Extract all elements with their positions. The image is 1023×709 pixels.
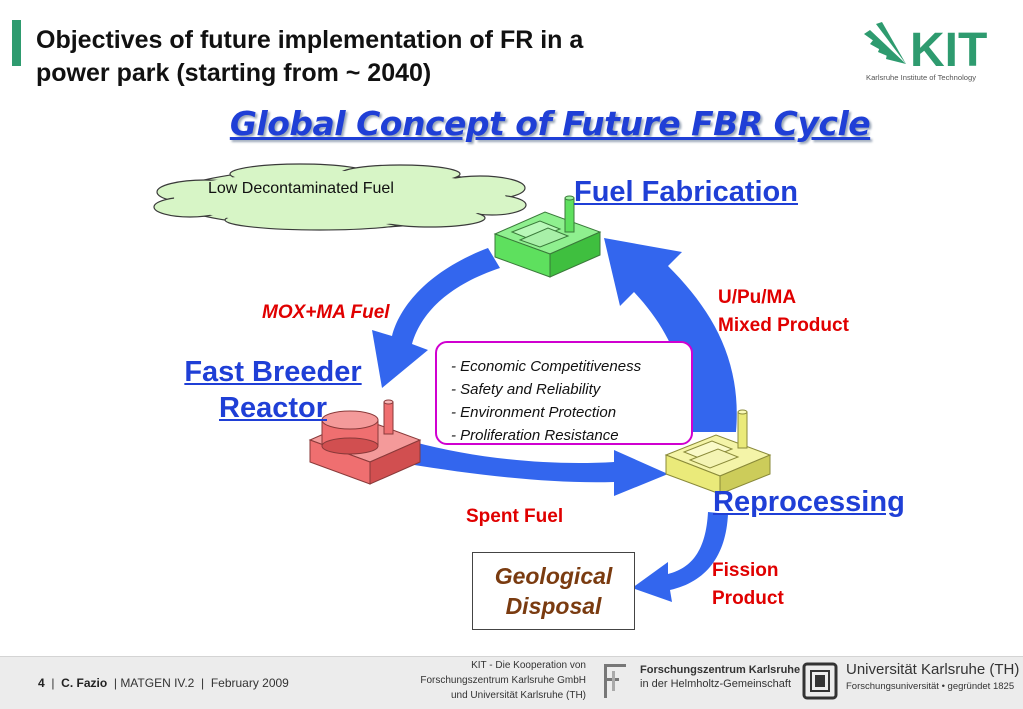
uni-tagline: Forschungsuniversität • gegründet 1825 <box>846 681 1015 692</box>
geological-disposal-label: Geological Disposal <box>495 561 613 621</box>
footer-separator: | <box>51 676 55 690</box>
diagram-subtitle: Global Concept of Future FBR Cycle <box>229 104 871 143</box>
accent-bar <box>12 20 21 66</box>
objective-item: - Proliferation Resistance <box>451 427 619 444</box>
fzk-name: Forschungszentrum Karlsruhe <box>640 664 801 676</box>
slide-title-line1: Objectives of future implementation of F… <box>36 26 584 54</box>
kit-logo: KIT Karlsruhe Institute of Technology <box>862 20 1002 86</box>
fuel-fabrication-plant-icon <box>493 195 602 278</box>
footer-meeting: MATGEN IV.2 <box>120 676 195 690</box>
fast-breeder-reactor-icon <box>308 399 422 485</box>
fission-line1: Fission <box>712 560 779 581</box>
arrow-spent-fuel <box>408 442 668 496</box>
footer-slide-info: 4 | C. Fazio | MATGEN IV.2 | February 20… <box>38 676 289 690</box>
geo-line2: Disposal <box>505 593 602 619</box>
geological-disposal-box: Geological Disposal <box>472 552 635 630</box>
geo-line1: Geological <box>494 563 613 589</box>
kit-logo-caption: Karlsruhe Institute of Technology <box>866 73 976 82</box>
cloud-label: Low Decontaminated Fuel <box>208 180 394 197</box>
footer-cooperation: KIT - Die Kooperation von Forschungszent… <box>366 658 586 703</box>
footer-separator: | <box>201 676 205 690</box>
arrow-upu-mixed <box>604 238 737 432</box>
coop-line3: und Universität Karlsruhe (TH) <box>450 690 586 701</box>
footer-date: February 2009 <box>210 676 289 690</box>
uni-karlsruhe-logo-icon <box>802 662 838 700</box>
footer-separator: | <box>113 676 117 690</box>
objective-item: - Economic Competitiveness <box>451 358 642 375</box>
fzk-helmholtz: in der Helmholtz-Gemeinschaft <box>640 678 792 690</box>
fast-breeder-line1: Fast Breeder <box>184 356 362 388</box>
mox-fuel-label: MOX+MA Fuel <box>262 302 390 323</box>
fzk-logo-icon <box>604 664 626 698</box>
reprocessing-plant-icon <box>664 409 772 495</box>
footer-author: C. Fazio <box>61 676 108 690</box>
objective-item: - Environment Protection <box>451 404 617 421</box>
kit-logo-icon: KIT Karlsruhe Institute of Technology <box>864 22 987 82</box>
objective-item: - Safety and Reliability <box>451 381 601 398</box>
fast-breeder-line2: Reactor <box>219 392 327 424</box>
coop-line2: Forschungszentrum Karlsruhe GmbH <box>420 675 586 686</box>
reprocessing-title: Reprocessing <box>713 486 905 518</box>
arrow-fission-product <box>632 512 728 602</box>
upu-line2: Mixed Product <box>718 315 849 336</box>
fzk-text: Forschungszentrum Karlsruhe in der Helmh… <box>640 663 800 691</box>
kit-logo-text: KIT <box>910 24 987 77</box>
page-number: 4 <box>38 676 45 690</box>
arrow-mox-fuel <box>372 248 500 388</box>
fission-line2: Product <box>712 588 784 609</box>
slide-title-line2: power park (starting from ~ 2040) <box>36 59 432 87</box>
upu-mixed-product-label: U/Pu/MA Mixed Product <box>718 284 849 340</box>
objectives-box: - Economic Competitiveness - Safety and … <box>435 341 693 445</box>
fission-product-label: Fission Product <box>712 557 784 613</box>
coop-line1: KIT - Die Kooperation von <box>471 660 586 671</box>
uni-name: Universität Karlsruhe (TH) <box>846 661 1020 678</box>
cloud-fill <box>174 171 506 225</box>
fast-breeder-reactor-title: Fast Breeder Reactor <box>160 354 386 426</box>
fuel-fabrication-title: Fuel Fabrication <box>574 176 798 208</box>
spent-fuel-label: Spent Fuel <box>466 506 564 527</box>
upu-line1: U/Pu/MA <box>718 287 797 308</box>
footer-bar <box>0 656 1023 709</box>
slide-title: Objectives of future implementation of F… <box>36 24 756 90</box>
